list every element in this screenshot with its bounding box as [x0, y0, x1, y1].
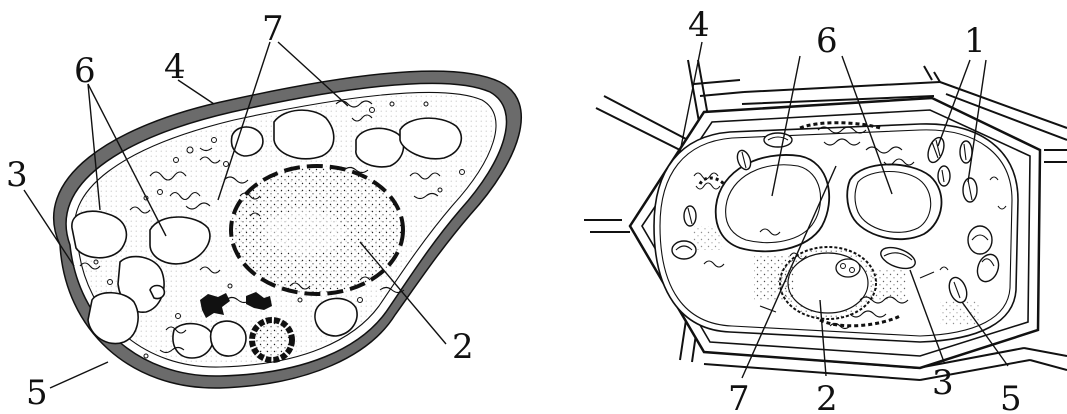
right-label-7: 7 — [728, 379, 750, 414]
right-cell: 4 6 1 7 2 3 5 — [584, 5, 1067, 414]
right-label-6: 6 — [816, 21, 838, 61]
left-label-2: 2 — [452, 327, 474, 367]
left-label-5: 5 — [26, 373, 48, 413]
right-label-1: 1 — [964, 21, 986, 61]
left-ring-organelle — [252, 320, 292, 360]
left-vacuole — [72, 211, 127, 257]
left-label-7: 7 — [262, 9, 284, 49]
right-label-3: 3 — [932, 363, 954, 403]
left-vacuole — [211, 321, 246, 356]
left-vacuole — [274, 110, 334, 159]
left-vacuole — [88, 293, 138, 344]
left-label-6: 6 — [74, 51, 96, 91]
right-label-5: 5 — [1000, 379, 1022, 414]
right-label-2: 2 — [816, 379, 838, 414]
left-vacuole — [173, 324, 213, 358]
left-vacuole — [356, 128, 404, 167]
left-label-3: 3 — [6, 155, 28, 195]
right-vacuole — [847, 164, 941, 239]
right-label-4: 4 — [688, 5, 710, 45]
right-nucleolus — [836, 259, 860, 277]
left-vacuole — [232, 127, 263, 156]
left-cell: 6 4 7 3 2 5 — [6, 9, 521, 413]
left-label-4: 4 — [164, 47, 186, 87]
